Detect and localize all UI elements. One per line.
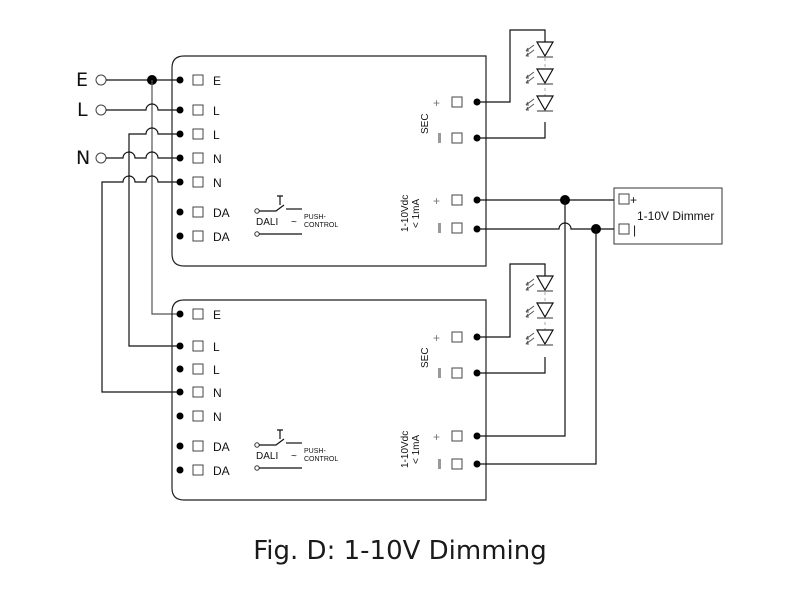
plus-sign: + (433, 194, 440, 208)
plus-sign: + (433, 331, 440, 345)
led-icon (525, 275, 555, 292)
control-label: CONTROL (304, 456, 338, 463)
dimmer-housing (613, 187, 723, 245)
mains-label-l: L (77, 99, 88, 121)
plus-sign: + (433, 430, 440, 444)
driver-1-housing (171, 55, 487, 267)
mains-label-n: N (76, 147, 90, 169)
terminal-label: N (213, 176, 222, 190)
dali-label: DALI (256, 451, 278, 462)
sec-label: SEC (420, 347, 431, 368)
minus-sign (438, 223, 441, 233)
led-icons (525, 41, 555, 346)
terminal-circle-icon (95, 74, 107, 86)
led-string-2 (477, 263, 546, 374)
terminal-circle-icon (95, 152, 107, 164)
driver-2-housing (171, 299, 487, 501)
dimmer-bus-wiring (477, 195, 614, 465)
dim-current-label: < 1mA (411, 434, 422, 464)
led-string-1 (477, 29, 546, 139)
led-icon (525, 329, 555, 346)
dim-current-label: < 1mA (411, 198, 422, 228)
plus-sign: + (433, 96, 440, 110)
terminal-label: L (213, 363, 220, 377)
dim-label: 1-10Vdc (400, 195, 411, 232)
terminal-label: N (213, 410, 222, 424)
terminal-circle-icon (95, 104, 107, 116)
terminal-label: L (213, 104, 220, 118)
mains-input-n: N (76, 147, 107, 169)
dali-label: DALI (256, 217, 278, 228)
terminal-label: E (213, 74, 221, 88)
dimmer-label: 1-10V Dimmer (637, 209, 714, 223)
terminal-label: DA (213, 464, 230, 478)
terminal-label: L (213, 340, 220, 354)
driver-2: E L L N N DA DA DALI ~ PUSH- CONTROL (171, 299, 487, 501)
control-label: CONTROL (304, 222, 338, 229)
driver-2-sec-output: SEC + (420, 331, 481, 379)
dimmer-plus-sign: + (630, 193, 637, 207)
driver-1-sec-output: SEC + (420, 96, 481, 144)
terminal-label: DA (213, 230, 230, 244)
push-label: PUSH- (304, 448, 326, 455)
mains-input-l: L (77, 99, 107, 121)
driver-2-dim-input: 1-10Vdc < 1mA + (400, 430, 481, 470)
driver-2-input-terminals: E L L N N DA DA (176, 308, 230, 478)
driver-1: E L L N N DA DA DALI ~ PUSH- CONTROL (171, 55, 487, 267)
terminal-label: DA (213, 206, 230, 220)
driver-1-dali-switch: DALI ~ PUSH- CONTROL (254, 195, 338, 237)
mains-label-e: E (76, 69, 88, 91)
terminal-label: N (213, 386, 222, 400)
push-label: PUSH- (304, 214, 326, 221)
driver-2-dali-switch: DALI ~ PUSH- CONTROL (254, 429, 338, 471)
mains-input-e: E (76, 69, 107, 91)
dim-label: 1-10Vdc (400, 431, 411, 468)
terminal-label: N (213, 152, 222, 166)
minus-sign (438, 368, 441, 378)
sec-label: SEC (420, 113, 431, 134)
terminal-label: L (213, 128, 220, 142)
minus-sign (438, 459, 441, 469)
driver-1-dim-input: 1-10Vdc < 1mA + (400, 194, 481, 234)
led-icon (525, 302, 555, 319)
tilde-label: ~ (291, 217, 297, 228)
dimmer-minus-sign: | (633, 223, 636, 237)
driver-1-input-terminals: E L L N N DA DA (176, 74, 230, 244)
minus-sign (438, 133, 441, 143)
led-icon (525, 41, 555, 58)
figure-caption: Fig. D: 1-10V Dimming (253, 536, 547, 566)
led-icon (525, 68, 555, 85)
tilde-label: ~ (291, 451, 297, 462)
led-icon (525, 95, 555, 112)
dimmer-1-10v: + 1-10V Dimmer | (613, 187, 723, 245)
terminal-label: E (213, 308, 221, 322)
terminal-label: DA (213, 440, 230, 454)
mains-wiring (101, 75, 180, 393)
